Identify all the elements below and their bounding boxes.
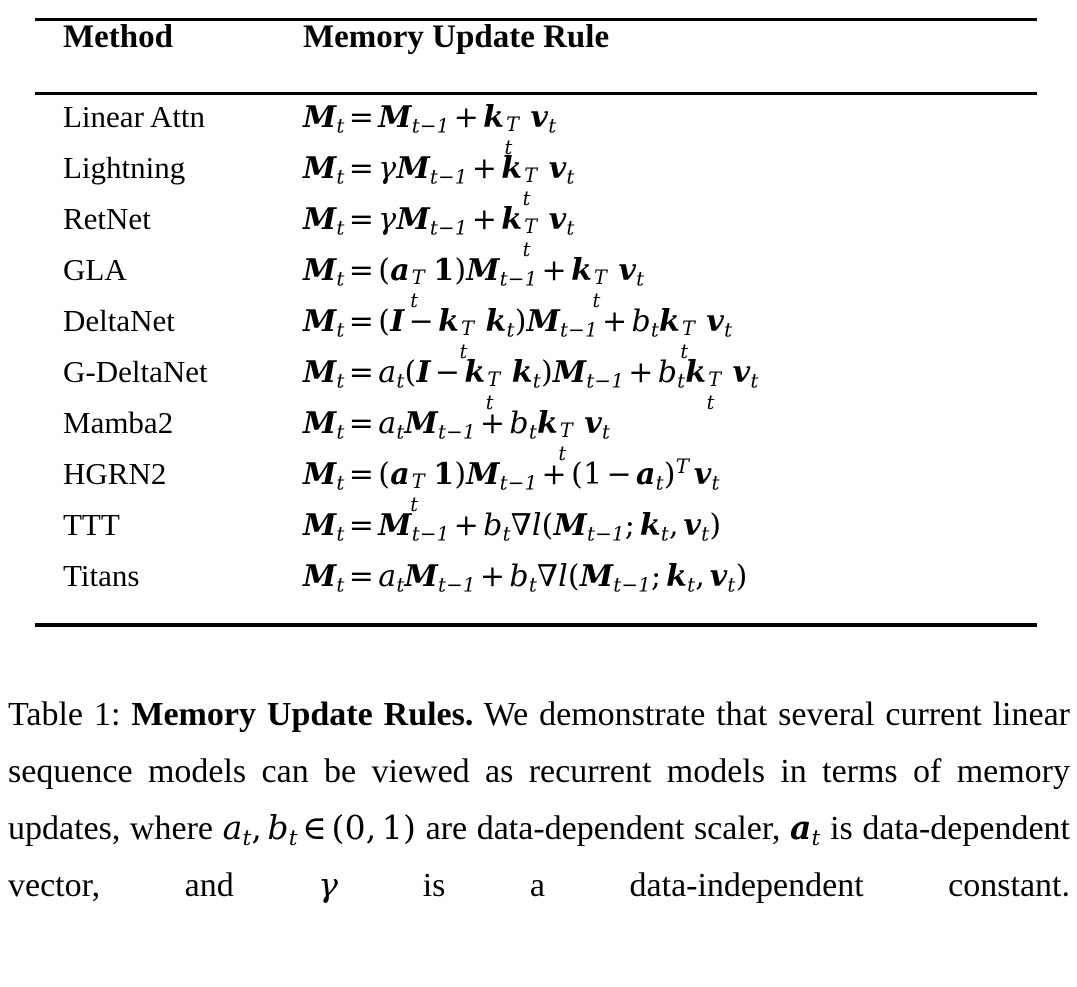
- method-name-retnet: RetNet: [63, 201, 151, 236]
- method-name-gla: GLA: [63, 252, 127, 287]
- method-name-hgrn2: HGRN2: [63, 456, 167, 491]
- table-row: Titans Mt=atMt−1+bt∇l(Mt−1;kt,vt): [35, 560, 1037, 611]
- caption-label: Table 1:: [8, 696, 121, 733]
- caption-body-1: We demonstrate that several current line…: [8, 696, 1070, 847]
- method-name-mamba2: Mamba2: [63, 405, 174, 440]
- caption-body-3: is data-dependent vector, and: [8, 810, 1070, 904]
- table-bottom-rule: [35, 623, 1037, 627]
- table-header-rule: [35, 92, 1037, 95]
- table-header-row: Method Memory Update Rule: [35, 21, 1037, 92]
- caption-body-2: are data-dependent scaler,: [425, 810, 781, 847]
- formula-titans: Mt=atMt−1+bt∇l(Mt−1;kt,vt): [303, 559, 748, 597]
- memory-update-rules-table: Method Memory Update Rule Linear Attn Mt…: [35, 18, 1037, 627]
- caption-title: Memory Update Rules.: [131, 696, 474, 733]
- caption-body-4: is a data-independent constant.: [422, 867, 1070, 904]
- caption-math-range: at,bt∈(0,1): [222, 808, 417, 852]
- method-name-lightning: Lightning: [63, 150, 186, 185]
- formula-ttt: Mt=Mt−1+bt∇l(Mt−1;kt,vt): [303, 508, 722, 546]
- method-name-g-deltanet: G-DeltaNet: [63, 354, 208, 389]
- table-row: TTT Mt=Mt−1+bt∇l(Mt−1;kt,vt): [35, 509, 1037, 560]
- caption-math-a: at: [789, 808, 821, 852]
- column-header-memory-update-rule: Memory Update Rule: [303, 19, 610, 55]
- method-name-titans: Titans: [63, 558, 140, 593]
- column-header-method: Method: [63, 19, 173, 55]
- method-name-linear-attn: Linear Attn: [63, 99, 206, 134]
- table-top-rule: [35, 18, 1037, 21]
- method-name-ttt: TTT: [63, 507, 120, 542]
- table-caption: Table 1: Memory Update Rules. We demonst…: [8, 686, 1070, 914]
- caption-math-gamma: γ: [318, 865, 339, 904]
- method-name-deltanet: DeltaNet: [63, 303, 175, 338]
